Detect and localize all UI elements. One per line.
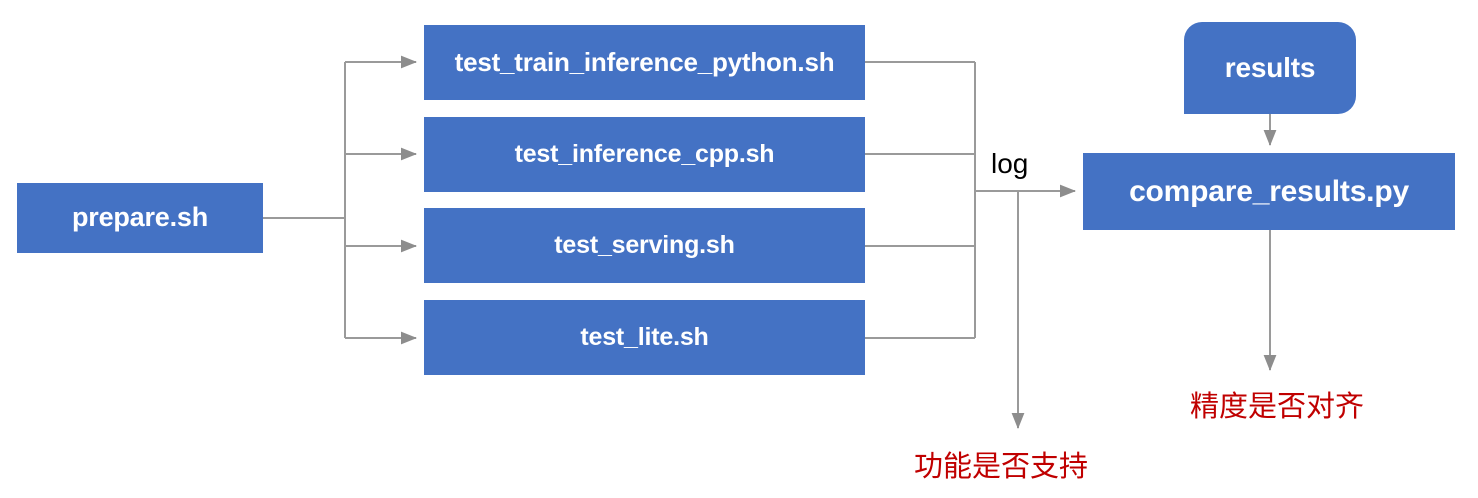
node-test-lite[interactable]: test_lite.sh xyxy=(424,300,865,375)
node-test-inference-cpp[interactable]: test_inference_cpp.sh xyxy=(424,117,865,192)
node-prepare-sh-label: prepare.sh xyxy=(71,202,209,233)
node-test-train-inference-python-label: test_train_inference_python.sh xyxy=(454,47,835,78)
edge-label-log: log xyxy=(991,148,1029,179)
annotation-function-supported: 功能是否支持 xyxy=(914,449,1089,483)
node-compare-results-py-label: compare_results.py xyxy=(1129,175,1409,208)
node-test-serving[interactable]: test_serving.sh xyxy=(424,208,865,283)
node-compare-results-py[interactable]: compare_results.py xyxy=(1083,153,1455,230)
node-test-train-inference-python[interactable]: test_train_inference_python.sh xyxy=(424,25,865,100)
node-test-inference-cpp-label: test_inference_cpp.sh xyxy=(514,139,775,168)
node-results-label: results xyxy=(1224,51,1316,83)
annotation-precision-aligned: 精度是否对齐 xyxy=(1190,389,1365,423)
node-prepare-sh[interactable]: prepare.sh xyxy=(17,183,263,253)
node-test-lite-label: test_lite.sh xyxy=(580,322,709,351)
node-results[interactable]: results xyxy=(1184,22,1356,114)
node-test-serving-label: test_serving.sh xyxy=(554,230,735,259)
